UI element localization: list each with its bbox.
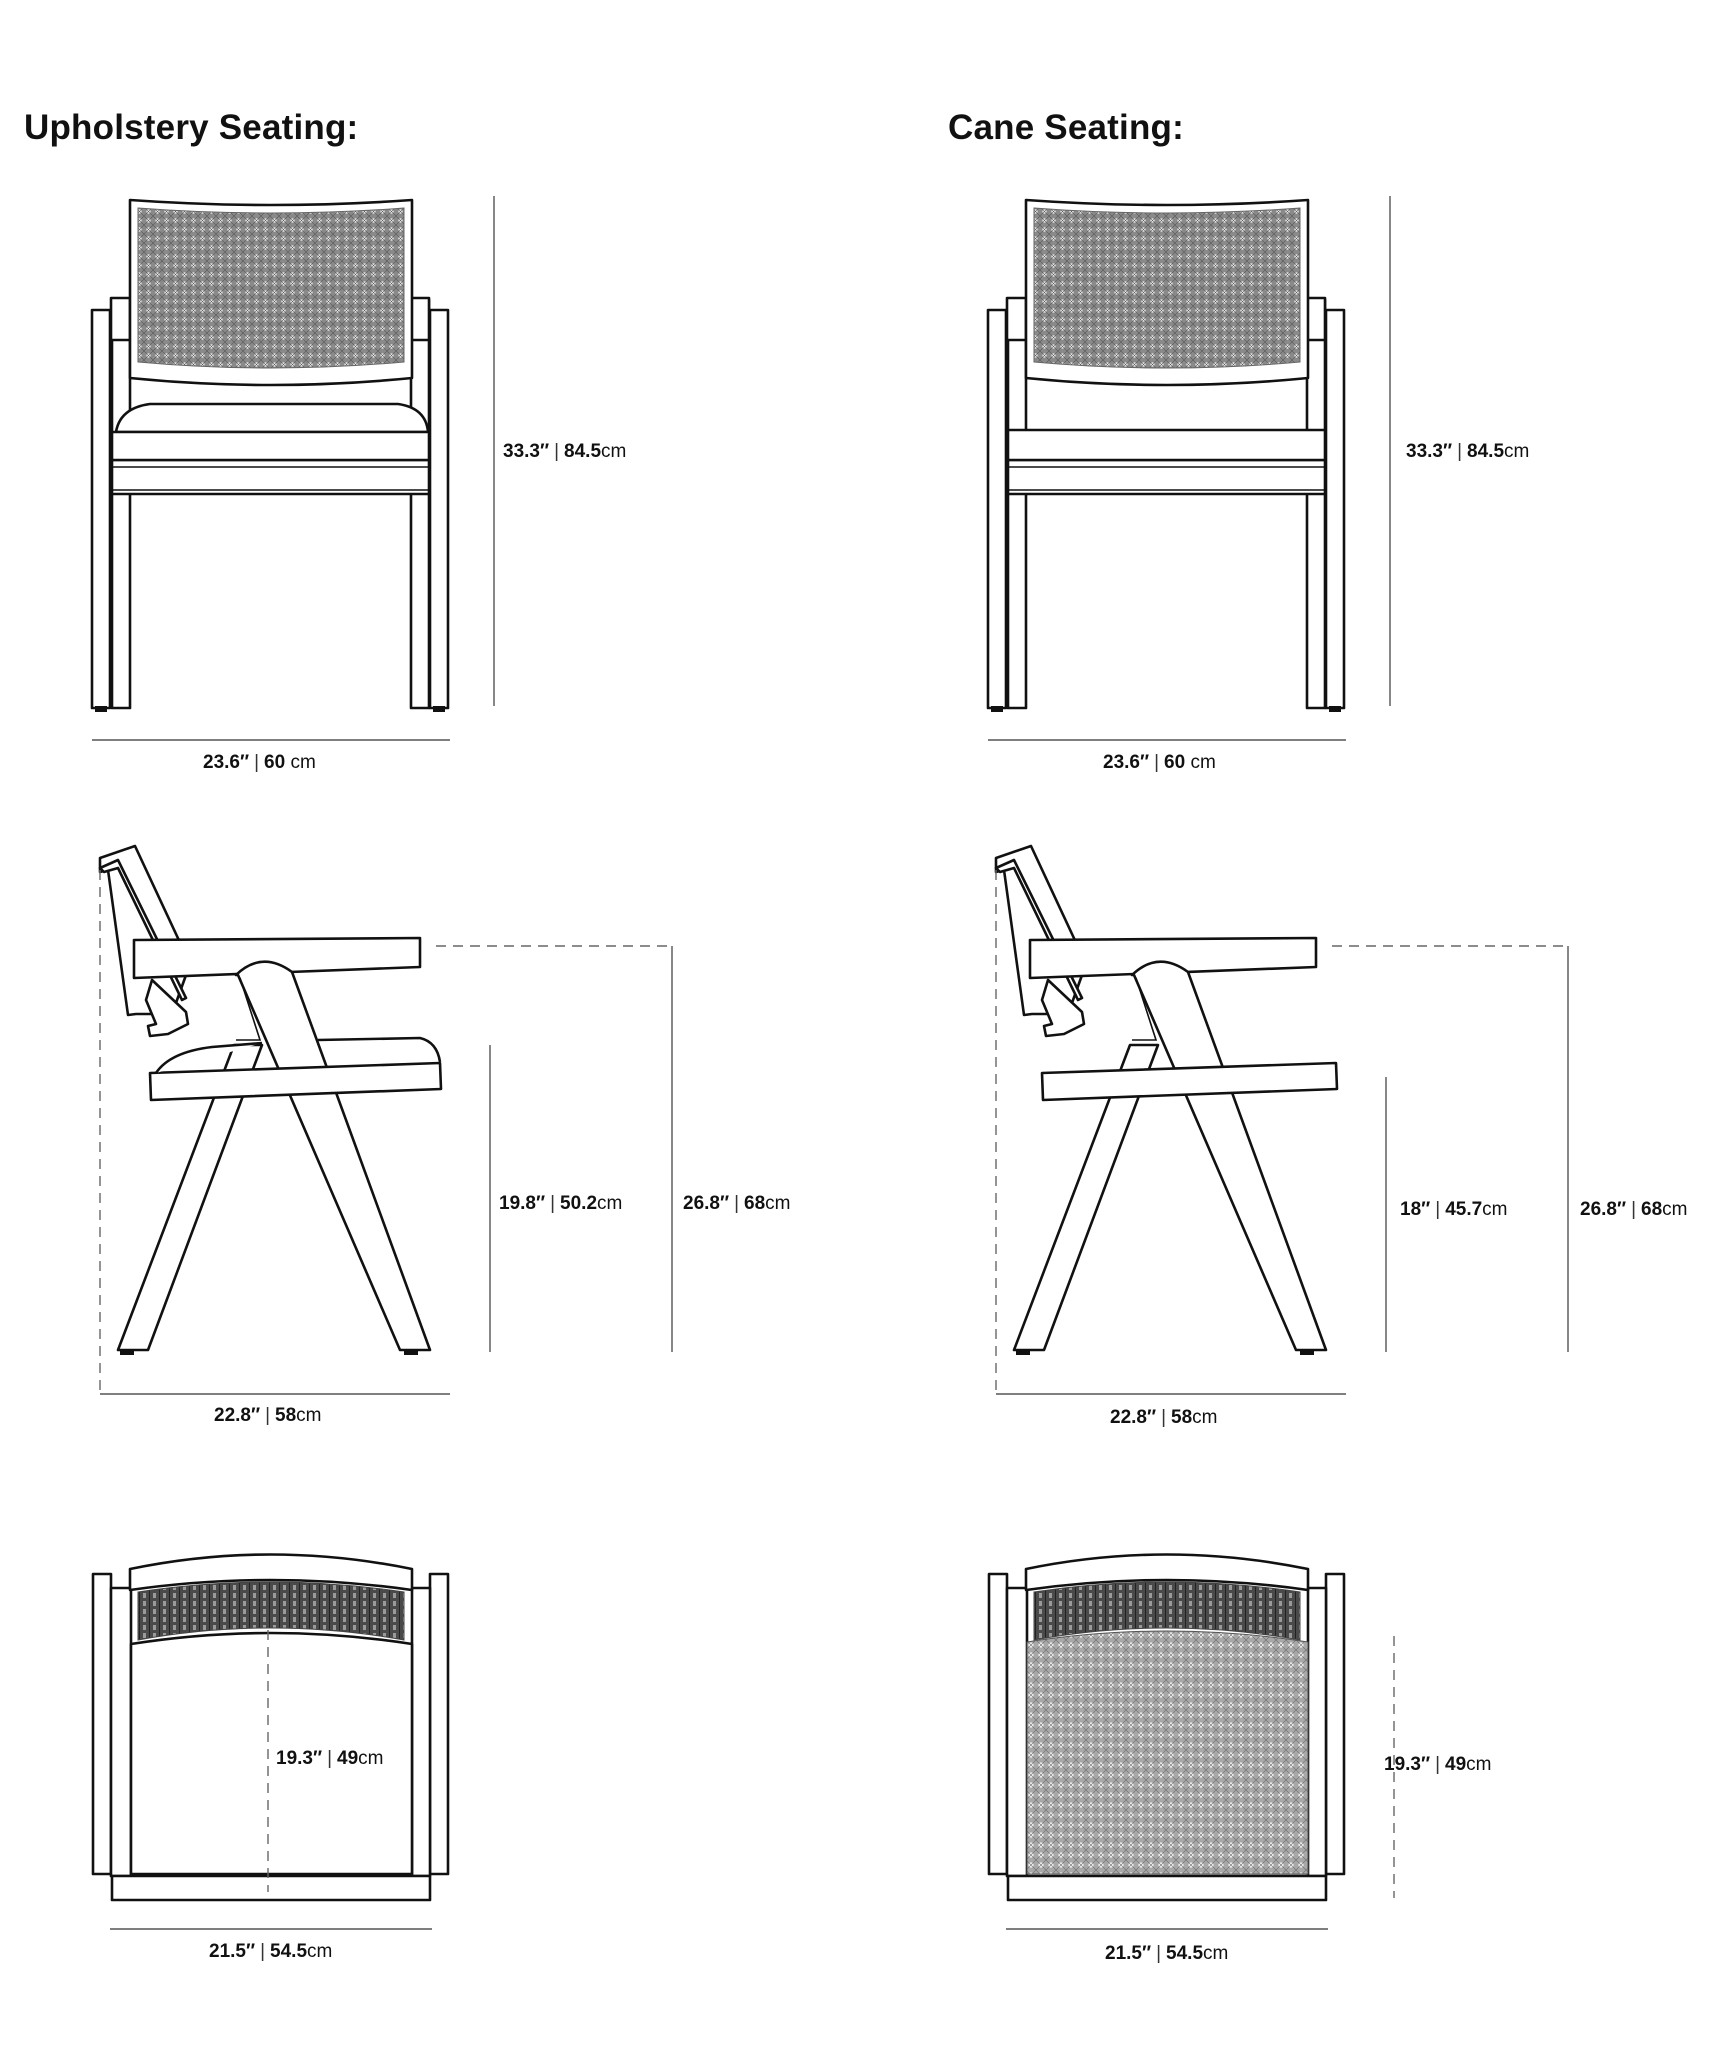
upholstery-front-height-label: 33.3″|84.5cm [503,441,627,462]
upholstery-front-view [90,196,495,741]
cane-front-height-label: 33.3″|84.5cm [1406,441,1530,462]
upholstery-seat-height-label: 19.8″|50.2cm [499,1193,623,1214]
cane-seat-width-label: 21.5″|54.5cm [1105,1943,1229,1964]
upholstery-depth-label: 22.8″|58cm [214,1405,322,1426]
upholstery-top-view [91,1553,450,1930]
cane-top-view [987,1553,1395,1930]
upholstery-front-width-label: 23.6″|60 cm [203,752,316,773]
upholstery-arm-height-label: 26.8″|68cm [683,1193,791,1214]
upholstery-seat-width-label: 21.5″|54.5cm [209,1941,333,1962]
cane-seat-depth-label: 19.3″|49cm [1384,1754,1492,1775]
upholstery-heading: Upholstery Seating: [24,108,359,147]
upholstery-side-view [98,844,673,1395]
cane-heading: Cane Seating: [948,108,1184,147]
upholstery-seat-depth-label: 19.3″|49cm [276,1748,384,1769]
cane-front-view [986,196,1391,741]
cane-front-width-label: 23.6″|60 cm [1103,752,1216,773]
cane-arm-height-label: 26.8″|68cm [1580,1199,1688,1220]
cane-depth-label: 22.8″|58cm [1110,1407,1218,1428]
cane-side-view [994,844,1569,1395]
cane-seat-height-label: 18″|45.7cm [1400,1199,1508,1220]
